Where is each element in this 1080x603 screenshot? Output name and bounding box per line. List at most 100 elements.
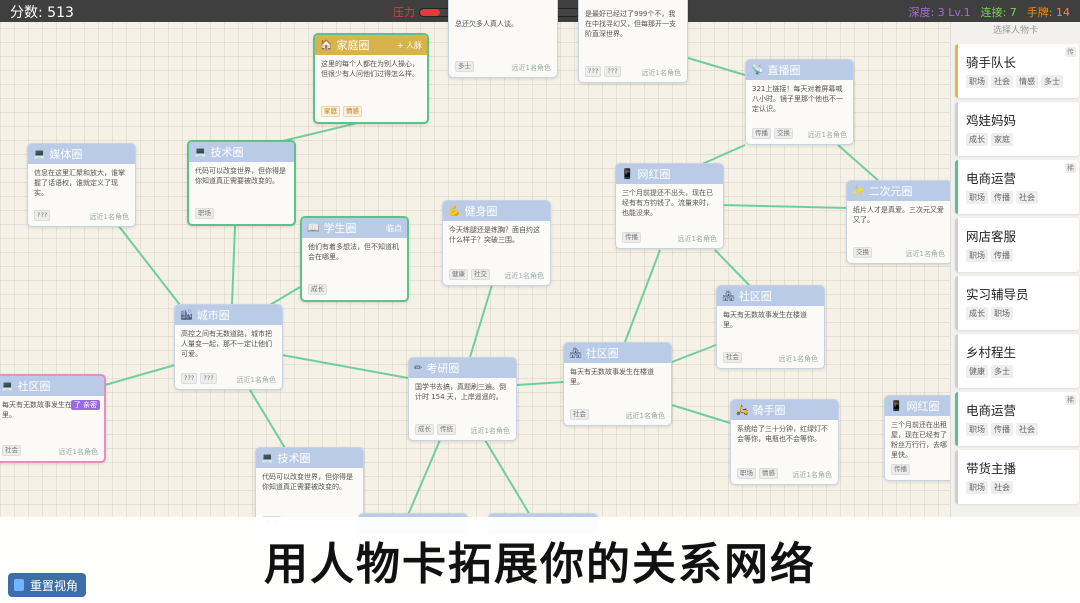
node-tag-chip: 情感 [343, 106, 362, 117]
character-card-tag: 职场 [966, 75, 988, 88]
node-tag-chip: 成长 [308, 284, 327, 295]
node-description: 321上链接！每天对着屏幕喊八小时。镜子里那个他也不一定认识。 [752, 85, 843, 113]
character-card-tag: 职场 [991, 307, 1013, 320]
character-card-tag: 传播 [991, 249, 1013, 262]
node-tag-chip: 社会 [570, 409, 589, 420]
node-tag-chip: 交换 [774, 128, 793, 139]
character-card-tag: 情感 [1016, 75, 1038, 88]
character-card-tag: 社会 [991, 481, 1013, 494]
character-card[interactable]: 带货主播职场社会 [955, 450, 1079, 504]
character-card[interactable]: 电商运营职场传播社会稀 [955, 392, 1079, 446]
node-livestream-circle[interactable]: 📡直播圈 321上链接！每天对着屏幕喊八小时。镜子里那个他也不一定认识。 传播交… [745, 59, 854, 145]
node-anime-circle[interactable]: ✨二次元圈 纸片人才是真爱。三次元又爱又了。 交换 远近1名角色 [846, 180, 952, 264]
node-description: 每天有无数故事发生在楼道里。 [570, 368, 654, 386]
node-exam-circle[interactable]: ✏考研圈 国学书去搞，真题刷三遍。倒计时 154 天，上岸遥遥的。 成长传统 远… [408, 357, 517, 441]
node-title: 二次元圈 [868, 185, 913, 198]
node-community-circle-2[interactable]: 🏘社区圈 每天有无数故事发生在楼道里。 社会 远近1名角色 [563, 342, 672, 426]
node-student-circle[interactable]: 📖学生圈临点 他们有着多想法，但不知道机会在哪里。 成长 [300, 216, 409, 302]
character-card-tag: 健康 [966, 365, 988, 378]
edge [407, 439, 441, 516]
node-city-circle[interactable]: 🏙城市圈 高控之间有无数道路，城市把人量变一起，那不一定让他们可爱。 ?????… [174, 304, 283, 390]
node-tag-chip: 传播 [622, 232, 641, 243]
edge [687, 57, 746, 76]
character-card[interactable]: 实习辅导员成长职场 [955, 276, 1079, 330]
node-title: 学生圈 [323, 222, 357, 235]
character-card-tag: 社会 [1016, 423, 1038, 436]
scooter-icon: 🛵 [736, 404, 749, 416]
node-family-circle[interactable]: 🏠家庭圈+ 人脉 这里的每个人都在为别人操心，但很少有人问他们过得怎么样。 家庭… [313, 33, 429, 124]
node-description: 信息在这里汇聚和放大，谁掌握了话语权，谁就定义了现实。 [34, 169, 125, 197]
node-fitness-circle[interactable]: 💪健身圈 今天练腿还是练胸？面自约这什么样子？突破三围。 健康社交 远近1名角色 [442, 200, 551, 286]
node-description: 系统给了三十分钟，红绿灯不会等你，电瓶也不会等你。 [737, 425, 828, 443]
node-footer: 远近1名角色 [504, 272, 544, 280]
node-description: 三个月前提还不出头，现在已经有有方钓钱了。流量来时，也能没来。 [622, 189, 713, 217]
node-influencer-circle[interactable]: 📱网红圈 三个月前提还不出头，现在已经有有方钓钱了。流量来时，也能没来。 传播 … [615, 163, 724, 249]
node-title: 网红圈 [906, 400, 940, 413]
phone-icon: 📱 [890, 400, 903, 412]
node-tag-chip: 传统 [437, 424, 456, 435]
node-tag-chip: 社会 [723, 352, 742, 363]
node-description: 这里的每个人都在为别人操心，但很少有人问他们过得怎么样。 [321, 60, 419, 78]
node-description: 国学书去搞，真题刷三遍。倒计时 154 天，上岸遥遥的。 [415, 383, 506, 401]
node-footer: 远近1名角色 [89, 213, 129, 221]
character-card[interactable]: 网店客服职场传播 [955, 218, 1079, 272]
laptop-icon: 💻 [1, 380, 14, 392]
node-title: 媒体圈 [49, 148, 83, 161]
node-media-circle[interactable]: 💻媒体圈 信息在这里汇聚和放大，谁掌握了话语权，谁就定义了现实。 ??? 远近1… [27, 143, 136, 227]
node-footer: 远近1名角色 [792, 471, 832, 479]
node-tag-chip: 职场 [737, 468, 756, 479]
node-title: 网红圈 [637, 168, 671, 181]
node-description: 是最好已经过了999个不，我在中找寻幻又，但每那开一支阶直深世界。 [585, 10, 676, 38]
node-tag-chip: 多士 [455, 61, 474, 72]
character-card-tag: 多士 [1041, 75, 1063, 88]
node-title: 考研圈 [426, 362, 460, 375]
node-partial-top[interactable]: 总还欠多人真人谈。 多士 远近1名角色 [448, 0, 558, 78]
node-tag-chip: 成长 [415, 424, 434, 435]
node-influencer-circle-2[interactable]: 📱网红圈 三个月前还在出租屋，现在已经有了粉丝万行行，去哪里快。 传播 [884, 395, 954, 481]
character-card-name: 鸡娃妈妈 [966, 113, 1017, 128]
character-card-tag: 成长 [966, 133, 988, 146]
character-card-tag: 社会 [1016, 191, 1038, 204]
node-rider-circle[interactable]: 🛵骑手圈 系统给了三十分钟，红绿灯不会等你，电瓶也不会等你。 职场情感 远近1名… [730, 399, 839, 485]
node-tag-chip: ??? [34, 210, 51, 221]
character-card-panel: 选择人物卡 骑手队长职场社会情感多士传鸡娃妈妈成长家庭电商运营职场传播社会稀网店… [950, 22, 1080, 517]
character-card-tag: 家庭 [991, 133, 1013, 146]
character-card[interactable]: 乡村程生健康多士 [955, 334, 1079, 388]
character-card[interactable]: 电商运营职场传播社会稀 [955, 160, 1079, 214]
dumbbell-icon: 💪 [448, 205, 461, 217]
character-card[interactable]: 骑手队长职场社会情感多士传 [955, 44, 1079, 98]
node-tag-chip: ??? [181, 373, 198, 384]
bottom-caption-bar [0, 517, 1080, 603]
node-description: 代码可以改变世界，但你得是你知道真正需要被改变的。 [195, 167, 286, 185]
node-tag-chip: ??? [200, 373, 217, 384]
node-tag-chip: 社会 [2, 445, 21, 456]
houses-icon: 🏘 [722, 290, 735, 302]
edge [714, 249, 751, 287]
laptop-icon: 💻 [194, 146, 207, 158]
broadcast-icon: 📡 [751, 64, 764, 76]
pressure-label: 压力 [393, 6, 415, 19]
character-card-tag: 传播 [991, 423, 1013, 436]
node-description: 高控之间有无数道路，城市把人量变一起，那不一定让他们可爱。 [181, 330, 272, 358]
node-description: 总还欠多人真人谈。 [455, 20, 518, 28]
node-tag-chip: 职场 [195, 208, 214, 219]
depth-label: 深度: 3 Lv.1 [908, 6, 971, 19]
node-footer: 远近1名角色 [625, 412, 665, 420]
node-community-circle[interactable]: 🏘社区圈 每天有无数故事发生在楼道里。 社会 远近1名角色 [716, 285, 825, 369]
character-card[interactable]: 鸡娃妈妈成长家庭 [955, 102, 1079, 156]
combo-label: 连接: 7 [980, 6, 1017, 19]
edge [837, 144, 881, 183]
node-title: 城市圈 [196, 309, 230, 322]
reset-view-button[interactable]: 重置视角 [8, 573, 86, 597]
node-tech-circle[interactable]: 💻技术圈 代码可以改变世界，但你得是你知道真正需要被改变的。 职场 [187, 140, 296, 226]
node-tag-chip: 交换 [853, 247, 872, 258]
node-community-circle-left[interactable]: 💻社区圈 了 亲密 每天有无数故事发生在楼道里。 社会 远近1名角色 [0, 374, 106, 463]
node-title: 技术圈 [210, 146, 244, 159]
node-footer: 远近1名角色 [236, 376, 276, 384]
edge [624, 249, 661, 343]
node-footer: 远近1名角色 [807, 131, 847, 139]
node-title: 社区圈 [17, 380, 51, 393]
character-card-name: 电商运营 [966, 171, 1017, 186]
node-title: 家庭圈 [336, 39, 370, 52]
node-partial-top-2[interactable]: 是最好已经过了999个不，我在中找寻幻又，但每那开一支阶直深世界。 ??????… [578, 0, 688, 83]
